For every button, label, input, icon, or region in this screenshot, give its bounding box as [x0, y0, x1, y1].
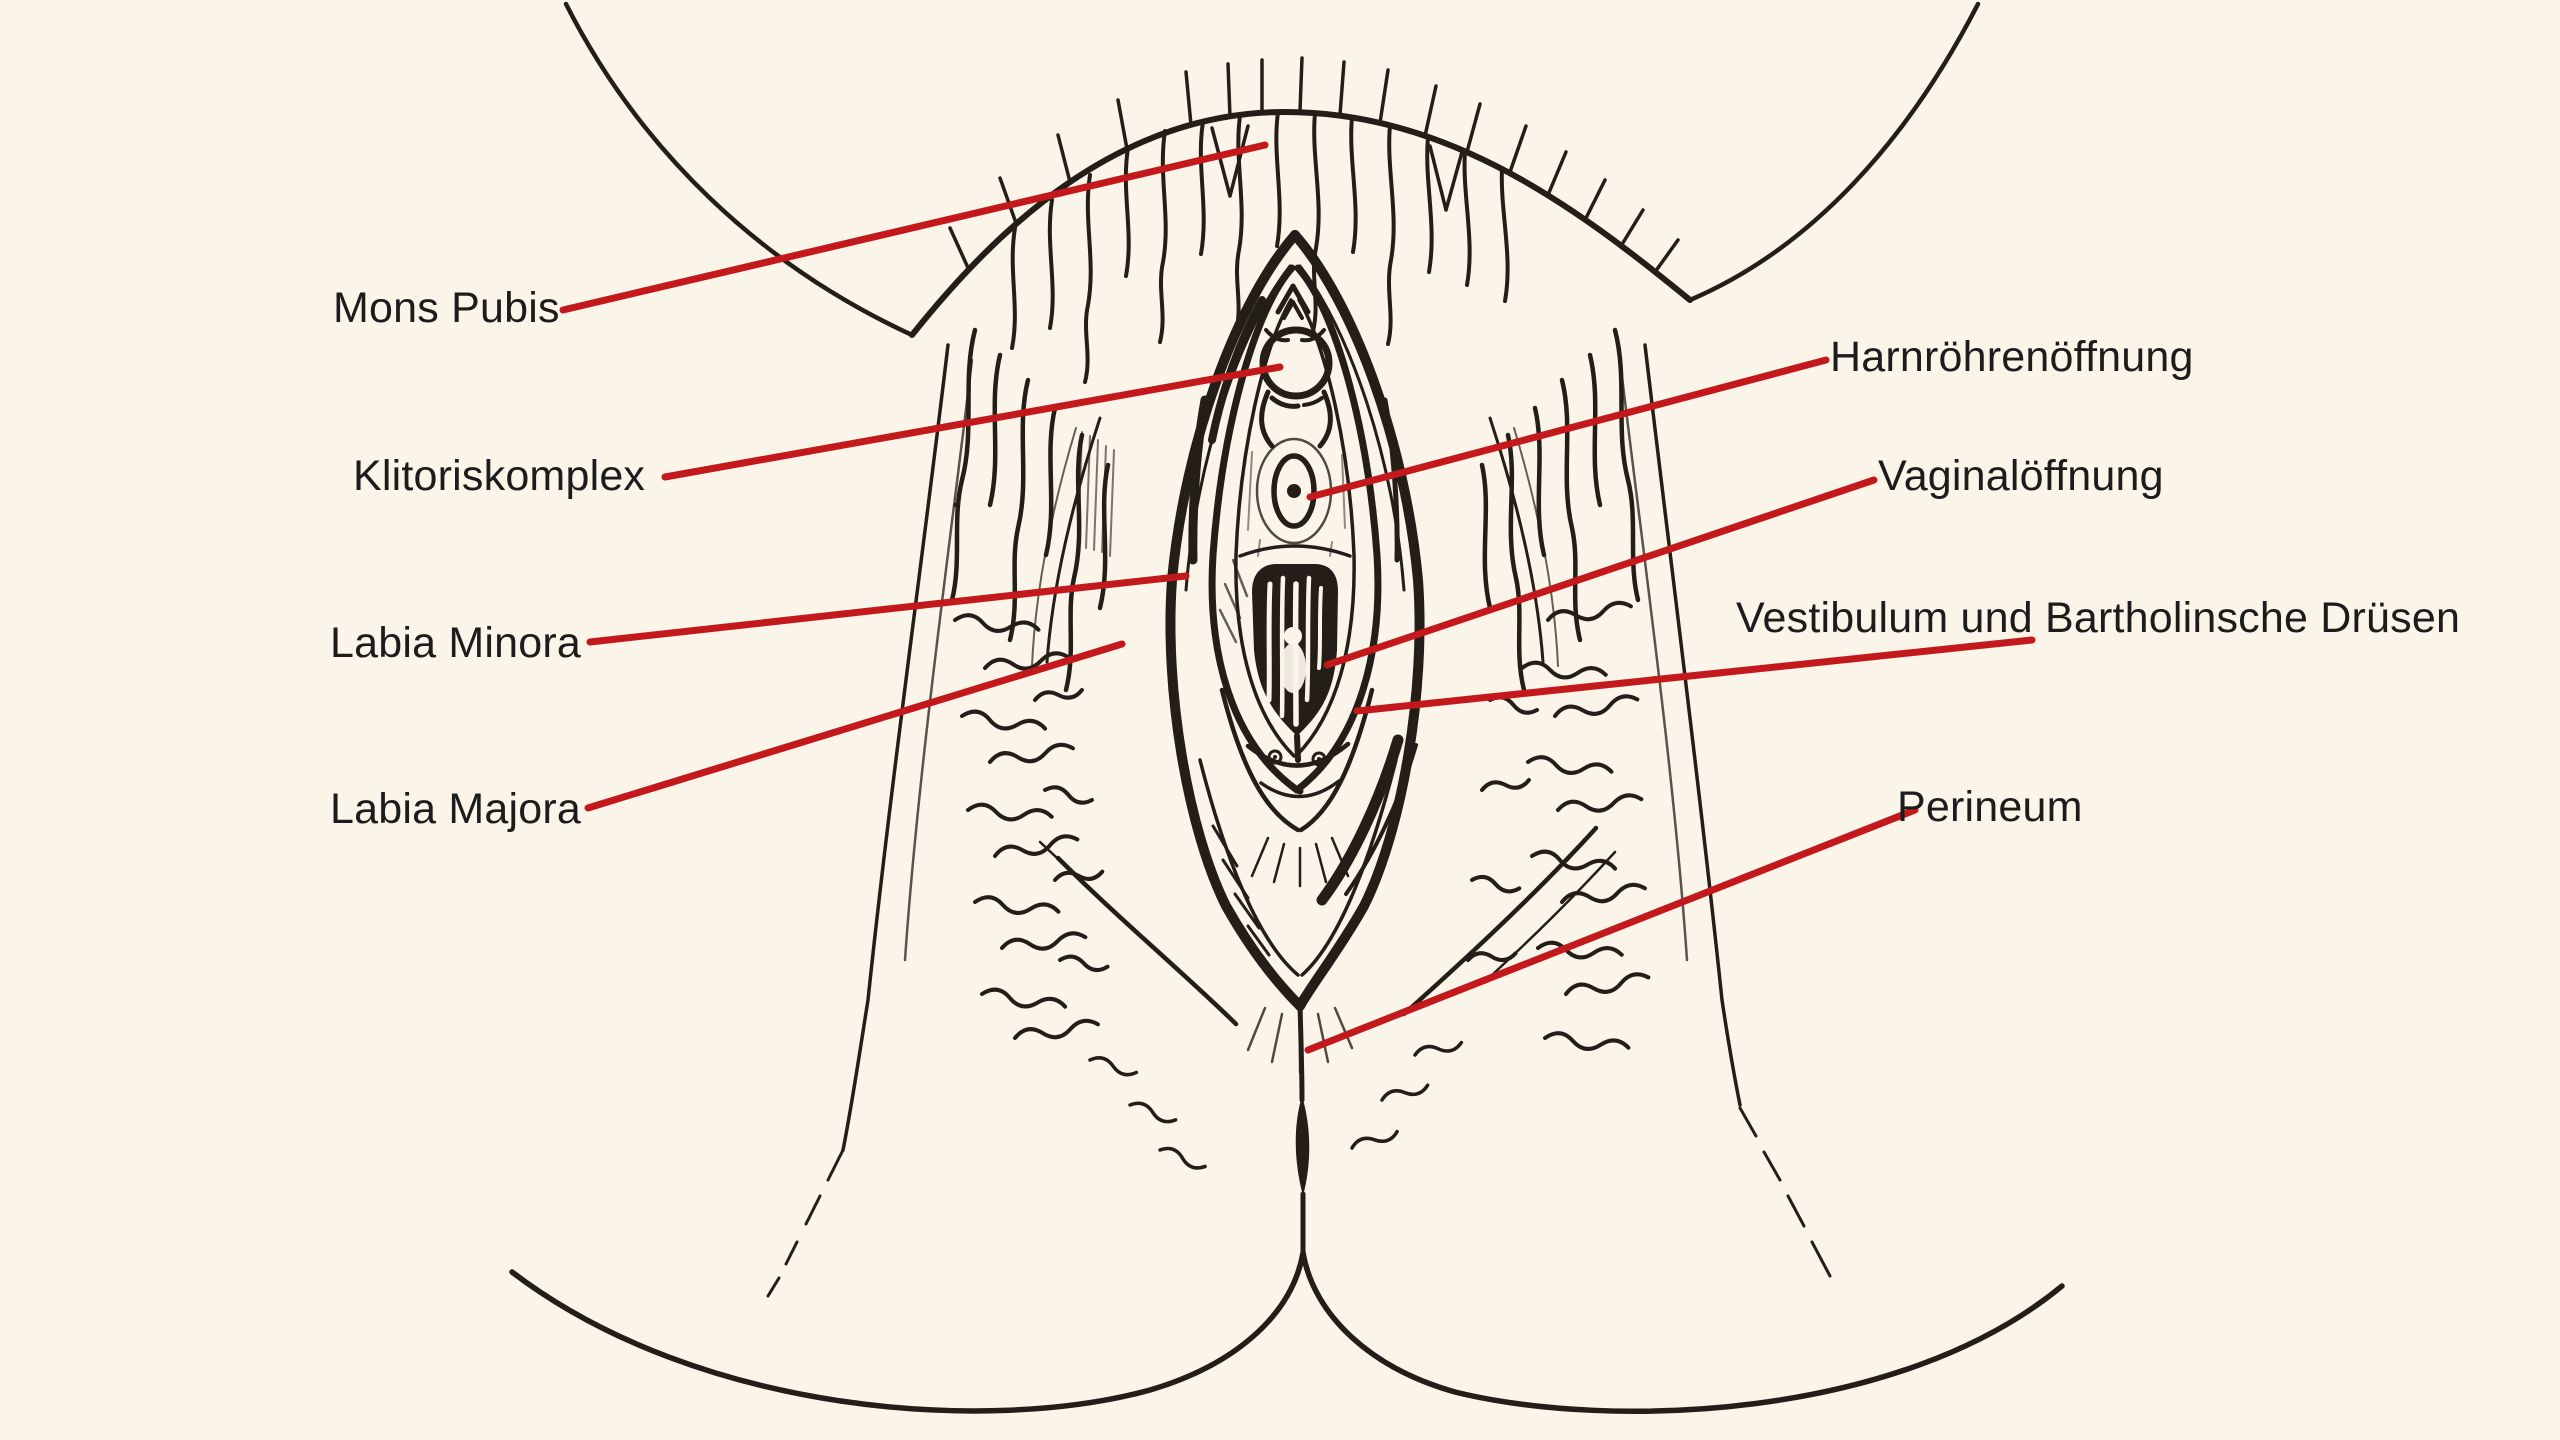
leader-line-vaginaloeffnung	[1323, 476, 1878, 669]
label-harnroehrenoeffnung: Harnröhrenöffnung	[1830, 333, 2194, 382]
label-mons-pubis: Mons Pubis	[333, 284, 560, 333]
label-perineum: Perineum	[1897, 783, 2083, 832]
leader-lines	[559, 141, 2036, 1054]
leader-line-harnroehrenoeffnung	[1306, 356, 1830, 501]
leader-line-klitoriskomplex	[661, 363, 1284, 481]
label-labia-majora: Labia Majora	[330, 785, 581, 834]
pubic-hair-texture	[948, 56, 1680, 1173]
leader-line-labia-minora	[586, 572, 1190, 646]
label-klitoriskomplex: Klitoriskomplex	[353, 452, 646, 501]
label-vestibulum-bartholin: Vestibulum und Bartholinsche Drüsen	[1736, 594, 2461, 643]
leader-line-vestibulum	[1353, 636, 2036, 715]
vulva-drawing	[1165, 230, 1425, 1074]
leader-line-labia-majora	[584, 640, 1126, 812]
body-contour-lines	[509, 1, 2065, 1414]
leader-line-mons-pubis	[559, 141, 1269, 314]
leader-line-perineum	[1304, 806, 1919, 1054]
label-labia-minora: Labia Minora	[330, 619, 581, 668]
label-vaginaloeffnung: Vaginalöffnung	[1878, 452, 2164, 501]
